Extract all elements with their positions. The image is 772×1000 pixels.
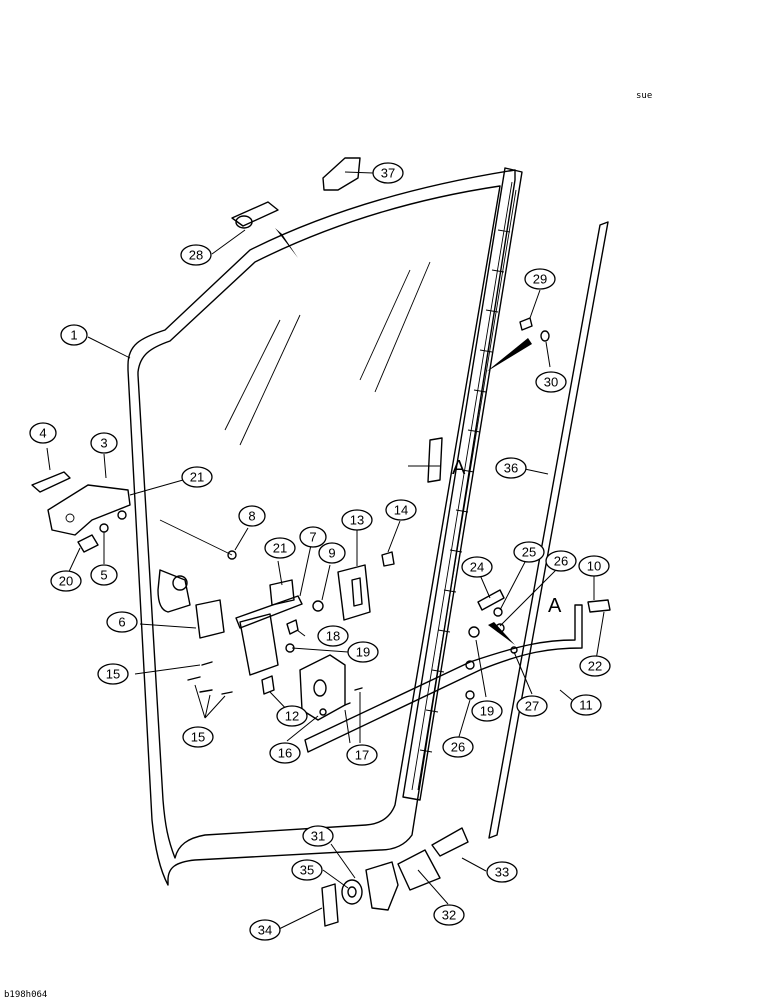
callout-1: 1	[60, 324, 88, 346]
weather-strip	[488, 221, 609, 839]
latch-cover	[195, 599, 225, 639]
svg-text:10: 10	[587, 559, 601, 574]
callout-36: 36	[495, 457, 527, 479]
header-code: sue	[636, 91, 652, 101]
callout-11: 11	[570, 694, 602, 716]
svg-text:11: 11	[579, 698, 593, 713]
svg-text:24: 24	[470, 560, 484, 575]
svg-text:37: 37	[381, 166, 395, 181]
callout-29: 29	[524, 268, 556, 290]
striker	[337, 551, 395, 621]
callout-26a: 26	[545, 550, 577, 572]
svg-text:36: 36	[504, 461, 518, 476]
section-mark-a-frame: A	[452, 457, 466, 479]
svg-text:25: 25	[522, 545, 536, 560]
svg-text:29: 29	[533, 272, 547, 287]
svg-text:26: 26	[554, 554, 568, 569]
striker-block	[299, 654, 363, 721]
svg-text:13: 13	[350, 513, 364, 528]
svg-text:9: 9	[328, 546, 335, 561]
svg-text:31: 31	[311, 829, 325, 844]
svg-text:19: 19	[480, 704, 494, 719]
callout-24: 24	[461, 556, 493, 578]
callout-34: 34	[249, 919, 281, 941]
callout-18: 18	[317, 625, 349, 647]
svg-text:3: 3	[100, 436, 107, 451]
svg-text:5: 5	[100, 568, 107, 583]
callout-27: 27	[516, 695, 548, 717]
svg-text:35: 35	[300, 863, 314, 878]
callout-33: 33	[486, 861, 518, 883]
svg-text:22: 22	[588, 659, 602, 674]
callout-16: 16	[269, 742, 301, 764]
svg-text:12: 12	[285, 709, 299, 724]
callout-25: 25	[513, 541, 545, 563]
door-glass-frame	[127, 167, 523, 886]
callout-15b: 15	[182, 726, 214, 748]
callout-21b: 21	[264, 537, 296, 559]
callout-14: 14	[385, 499, 417, 521]
footer-code: b198h064	[4, 990, 47, 1000]
svg-text:4: 4	[39, 426, 46, 441]
svg-text:34: 34	[258, 923, 272, 938]
svg-text:1: 1	[70, 328, 77, 343]
svg-text:30: 30	[544, 375, 558, 390]
callout-20: 20	[50, 570, 82, 592]
callout-19a: 19	[347, 641, 379, 663]
callout-13: 13	[341, 509, 373, 531]
callout-35: 35	[291, 859, 323, 881]
latch-bracket	[159, 519, 303, 629]
svg-text:28: 28	[189, 248, 203, 263]
svg-text:33: 33	[495, 865, 509, 880]
callout-4: 4	[29, 422, 57, 444]
svg-text:20: 20	[59, 574, 73, 589]
corner-cap	[322, 157, 361, 191]
callout-17: 17	[346, 744, 378, 766]
callout-5: 5	[90, 564, 118, 586]
callout-26b: 26	[442, 736, 474, 758]
bottom-hinge	[321, 827, 469, 927]
svg-text:21: 21	[190, 470, 204, 485]
svg-text:8: 8	[248, 509, 255, 524]
top-seal	[231, 201, 298, 258]
svg-text:7: 7	[309, 530, 316, 545]
callout-37: 37	[372, 162, 404, 184]
svg-text:21: 21	[273, 541, 287, 556]
callout-10: 10	[578, 555, 610, 577]
bolt-washer-29-30	[486, 317, 550, 372]
callout-22: 22	[579, 655, 611, 677]
svg-text:15: 15	[106, 667, 120, 682]
svg-text:19: 19	[356, 645, 370, 660]
callout-12: 12	[276, 705, 308, 727]
svg-text:15: 15	[191, 730, 205, 745]
callout-8: 8	[238, 505, 266, 527]
latch-rod	[304, 604, 583, 753]
callout-31: 31	[302, 825, 334, 847]
svg-text:18: 18	[326, 629, 340, 644]
svg-text:27: 27	[525, 699, 539, 714]
callout-28: 28	[180, 244, 212, 266]
svg-text:6: 6	[118, 615, 125, 630]
callout-6: 6	[106, 611, 138, 633]
callout-30: 30	[535, 371, 567, 393]
callout-3: 3	[90, 432, 118, 454]
latch-mechanism	[187, 600, 324, 695]
callout-15a: 15	[97, 663, 129, 685]
section-mark-a-rod: A	[548, 595, 562, 617]
callout-7: 7	[299, 526, 327, 548]
svg-text:32: 32	[442, 908, 456, 923]
callout-21a: 21	[181, 466, 213, 488]
svg-text:16: 16	[278, 746, 292, 761]
callout-32: 32	[433, 904, 465, 926]
svg-text:14: 14	[394, 503, 408, 518]
callout-9: 9	[318, 542, 346, 564]
callout-19b: 19	[471, 700, 503, 722]
rod-pin	[587, 599, 611, 613]
strut-parts	[465, 589, 518, 700]
svg-text:26: 26	[451, 740, 465, 755]
hinge-assembly	[31, 471, 131, 553]
svg-text:17: 17	[355, 748, 369, 763]
